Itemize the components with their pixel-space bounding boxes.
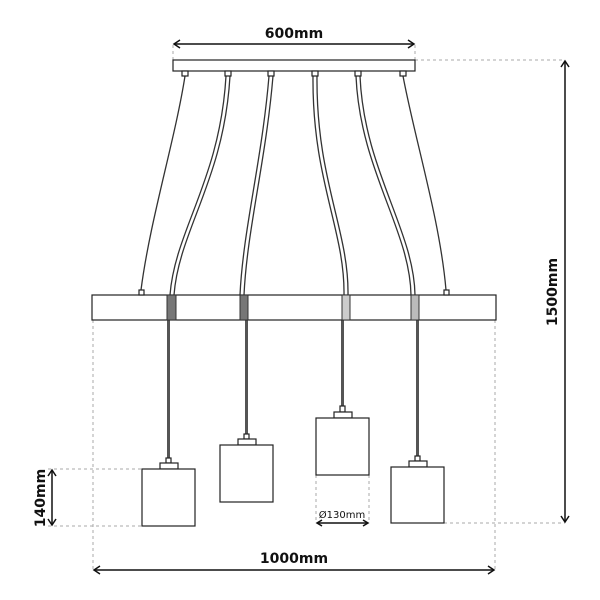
extension-lines — [48, 45, 565, 572]
total-height-label: 1500mm — [545, 258, 561, 326]
bar-hooks — [138, 289, 450, 296]
canopy-width-label: 600mm — [265, 26, 323, 42]
suspension-wires — [140, 75, 447, 296]
shade-1 — [141, 457, 196, 527]
ceiling-canopy — [172, 59, 416, 72]
shade-3 — [315, 405, 370, 476]
canopy-hooks — [181, 70, 407, 77]
bar-width-label: 1000mm — [260, 551, 328, 567]
shade-4 — [390, 455, 445, 524]
shade-height-label: 140mm — [33, 469, 49, 527]
dimension-arrows — [47, 39, 570, 575]
shade-diameter-label: Ø130mm — [319, 509, 365, 521]
wooden-beam — [91, 294, 497, 321]
pendant-cords — [167, 320, 419, 460]
cord-wraps — [166, 294, 420, 321]
shade-2 — [219, 433, 274, 503]
